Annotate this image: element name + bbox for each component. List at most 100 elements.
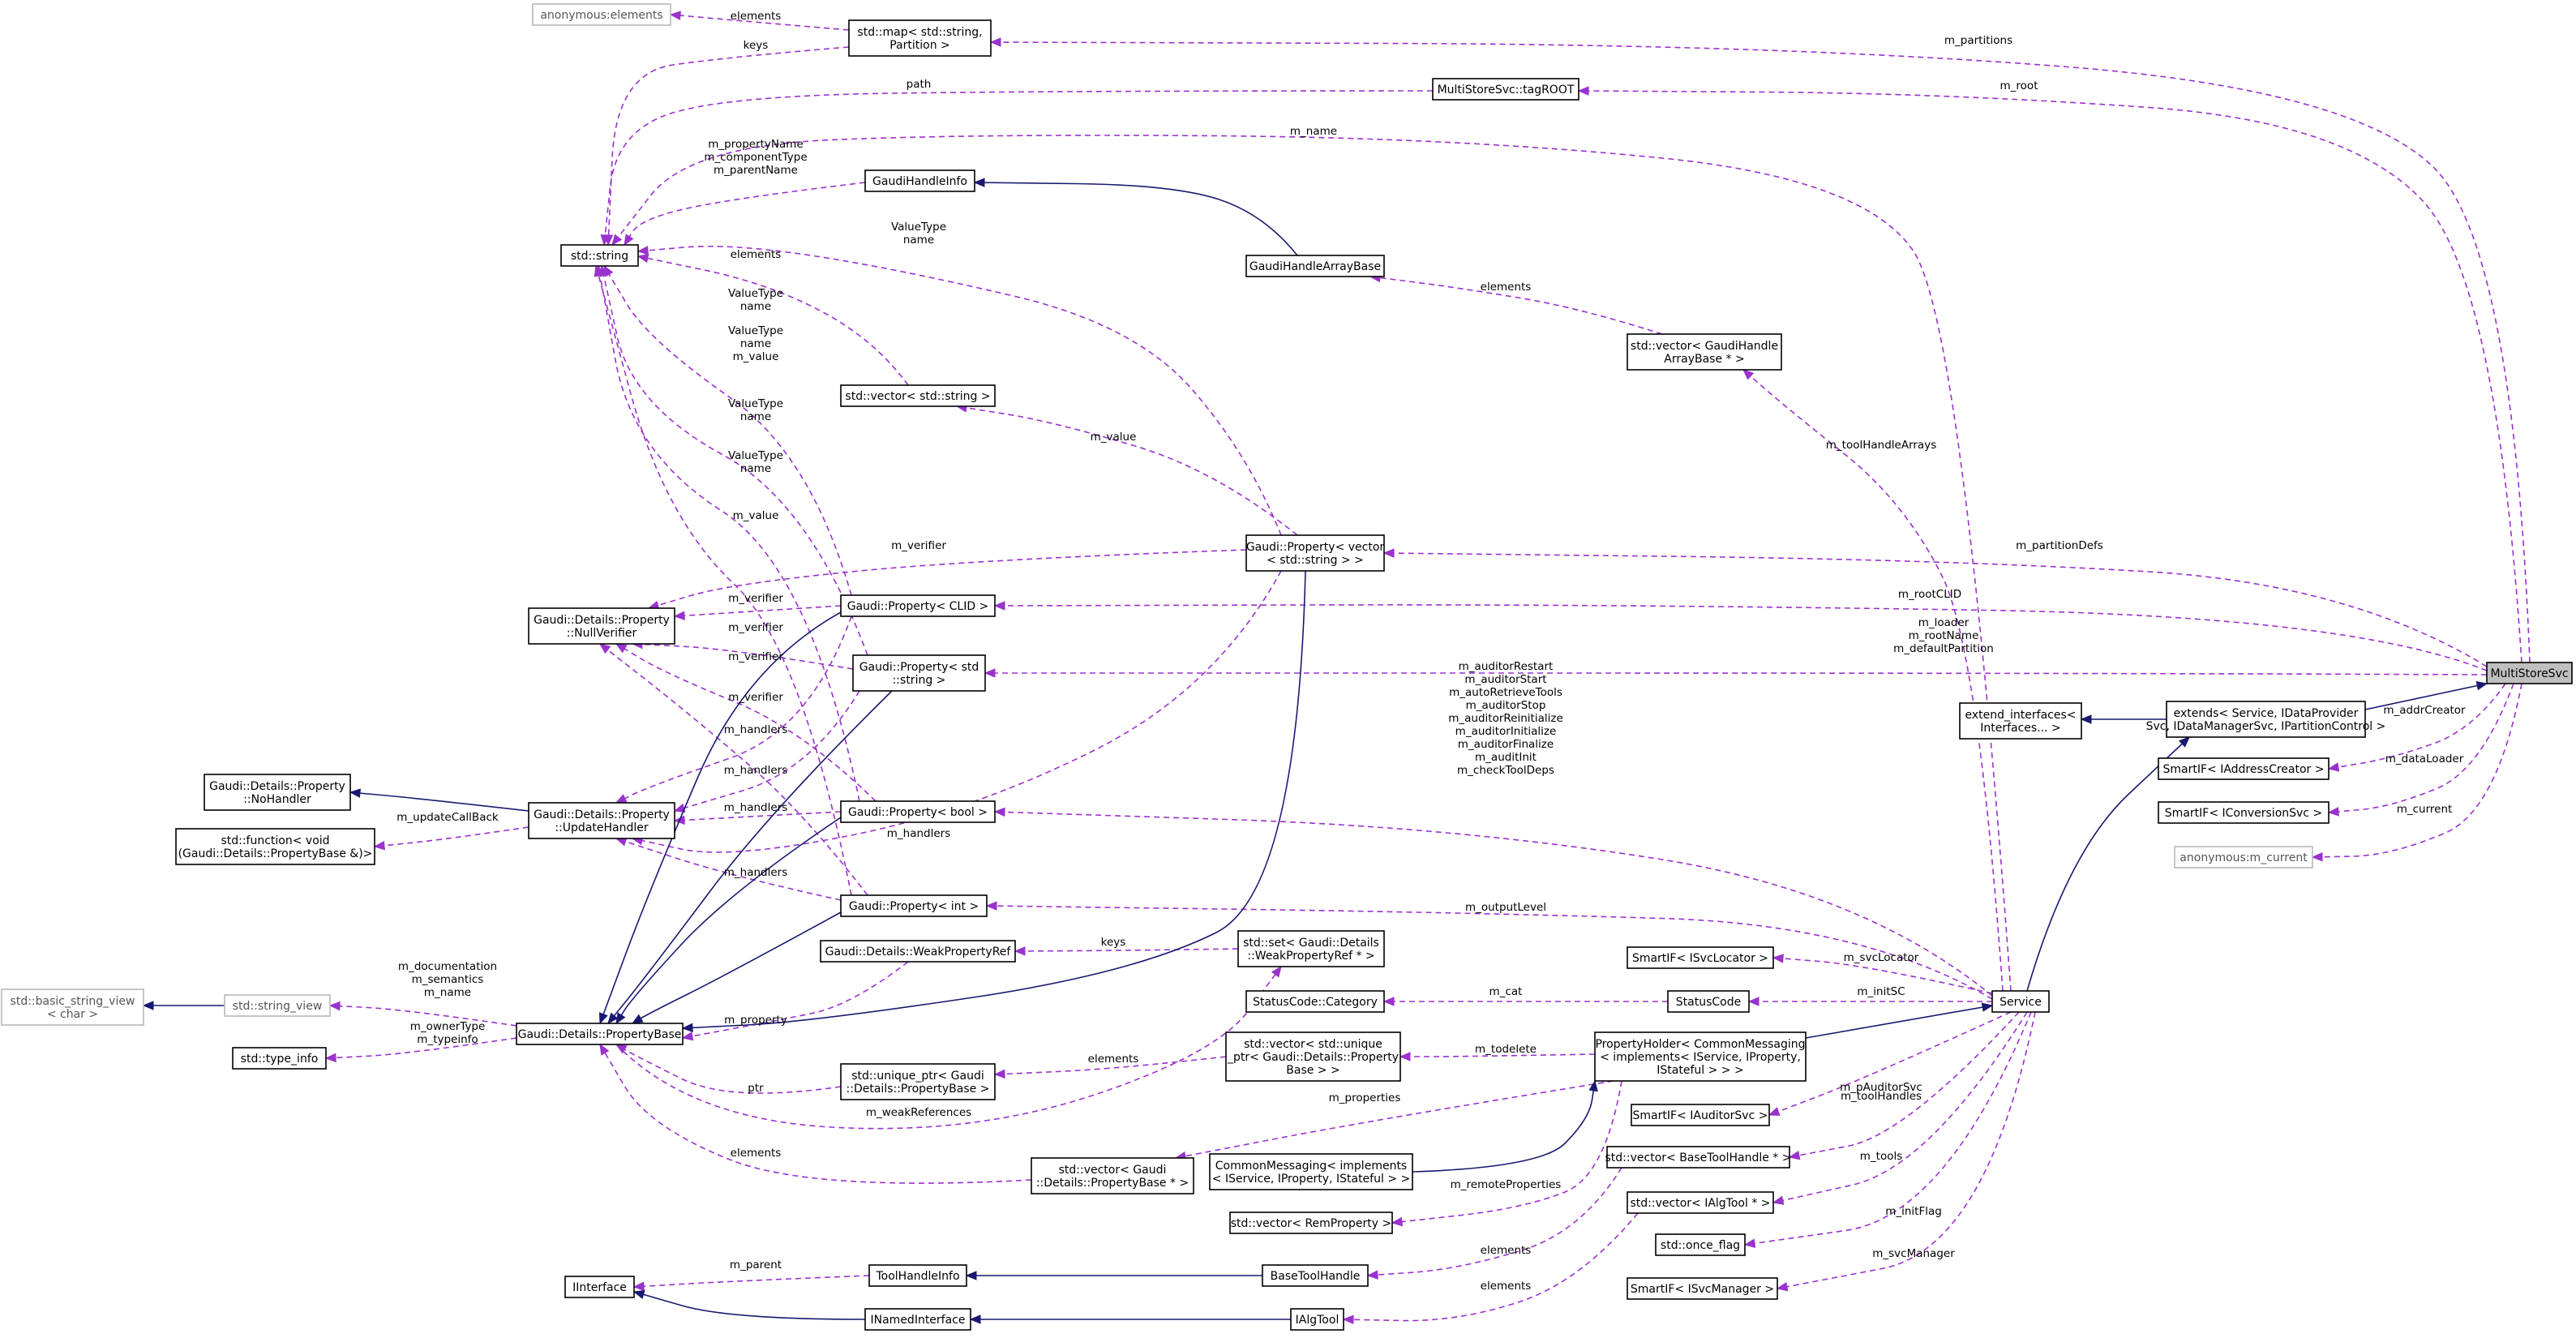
class-node-toolhandleinfo[interactable]: ToolHandleInfo <box>868 1264 967 1287</box>
edge-label-elements: elements <box>1088 1053 1139 1066</box>
class-node-std-function[interactable]: std::function< void(Gaudi::Details::Prop… <box>175 828 375 865</box>
edge-label-m-pAuditorSvc: m_pAuditorSvc <box>1840 1081 1922 1094</box>
edge-label-elements: elements <box>731 10 782 23</box>
class-node-once-flag[interactable]: std::once_flag <box>1655 1233 1746 1256</box>
class-node-ialgtool[interactable]: IAlgTool <box>1290 1308 1344 1331</box>
edge-label-text: m_handlers <box>887 827 951 840</box>
edge-label-text: m_value <box>1091 431 1137 444</box>
class-name: ToolHandleInfo <box>875 1270 959 1283</box>
class-node-smartif-svcmgr[interactable]: SmartIF< ISvcManager > <box>1627 1277 1778 1300</box>
edge-property_base-to-type_info <box>324 1037 517 1063</box>
edge-label-text: m_cat <box>1489 985 1523 998</box>
class-node-vec-string[interactable]: std::vector< std::string > <box>840 384 996 407</box>
class-box <box>1667 990 1750 1013</box>
edge-label-text: m_verifier <box>728 592 783 605</box>
edge-arrowhead <box>611 234 623 247</box>
class-node-type-info[interactable]: std::type_info <box>232 1047 327 1070</box>
class-node-anon-elements[interactable]: anonymous:elements <box>532 3 671 26</box>
class-node-std-map[interactable]: std::map< std::string,Partition > <box>848 19 992 57</box>
edge-label-m-dataLoader: m_dataLoader <box>2385 753 2464 765</box>
edge-label-m-partitionDefs: m_partitionDefs <box>2016 539 2103 552</box>
class-box <box>868 1264 967 1287</box>
class-node-iinterface[interactable]: IInterface <box>564 1276 635 1298</box>
class-name: < implements< IService, IProperty, <box>1600 1051 1801 1064</box>
class-node-prop-bool[interactable]: Gaudi::Property< bool > <box>840 800 996 823</box>
edge-label-m-svcLocator: m_svcLocator <box>1844 951 1919 964</box>
class-node-gaudi-handle-array-base[interactable]: GaudiHandleArrayBase <box>1245 255 1385 277</box>
class-node-vec-remprop[interactable]: std::vector< RemProperty > <box>1229 1211 1393 1234</box>
class-node-smartif-svcloc[interactable]: SmartIF< ISvcLocator > <box>1627 946 1774 969</box>
edge-line <box>1777 1011 2036 1289</box>
class-node-null-verifier[interactable]: Gaudi::Details::Property::NullVerifier <box>528 607 675 645</box>
edge-label-text: m_propertyName <box>708 138 804 151</box>
class-node-no-handler[interactable]: Gaudi::Details::Property::NoHandler <box>204 774 351 811</box>
class-node-common-messaging[interactable]: CommonMessaging< implements< IService, I… <box>1209 1153 1413 1190</box>
class-node-vec-basetoolhandle[interactable]: std::vector< BaseToolHandle * > <box>1605 1146 1792 1169</box>
class-node-vec-unique-ptr[interactable]: std::vector< std::unique_ptr< Gaudi::Det… <box>1225 1031 1401 1082</box>
class-node-extend-interfaces[interactable]: extend_interfaces<Interfaces... > <box>1959 702 2082 740</box>
class-node-std-string[interactable]: std::string <box>560 244 639 267</box>
edge-service-to-smartif_svcmgr <box>1776 1011 2036 1292</box>
class-node-statuscode-category[interactable]: StatusCode::Category <box>1245 990 1385 1013</box>
edge-arrowhead <box>673 611 685 620</box>
class-node-tagroot[interactable]: MultiStoreSvc::tagROOT <box>1432 78 1579 101</box>
class-node-update-handler[interactable]: Gaudi::Details::Property::UpdateHandler <box>528 802 675 839</box>
edge-line <box>611 135 2012 992</box>
edge-arrowhead <box>615 794 628 804</box>
edge-label-text: m_addrCreator <box>2383 704 2466 717</box>
edge-label-text: m_autoRetrieveTools <box>1449 686 1562 699</box>
edge-label-text: keys <box>1101 936 1126 949</box>
class-node-smartif-auditor[interactable]: SmartIF< IAuditorSvc > <box>1631 1104 1770 1126</box>
class-node-multistoresvc[interactable]: MultiStoreSvc <box>2486 662 2573 684</box>
edge-prop_bool-to-property_base <box>615 817 842 1025</box>
class-name: Svc, IDataManagerSvc, IPartitionControl … <box>2146 720 2386 733</box>
edge-label-m-handlers: m_handlers <box>724 801 788 814</box>
class-name: ::Details::PropertyBase * > <box>1036 1177 1189 1190</box>
edge-arrowhead <box>349 788 361 798</box>
class-node-inamedinterface[interactable]: INamedInterface <box>864 1308 971 1331</box>
class-node-gaudi-handle-info[interactable]: GaudiHandleInfo <box>864 169 975 192</box>
edge-arrowhead <box>1742 369 1755 380</box>
class-node-weak-prop-ref[interactable]: Gaudi::Details::WeakPropertyRef <box>820 940 1016 963</box>
edge-label-text: elements <box>731 1147 782 1160</box>
edge-label-text: m_semantics <box>412 973 484 986</box>
edge-arrowhead <box>624 234 634 247</box>
class-node-service[interactable]: Service <box>1991 990 2050 1013</box>
edge-prop_int-to-null_verifier <box>598 643 868 896</box>
class-node-property-holder[interactable]: PropertyHolder< CommonMessaging< impleme… <box>1594 1031 1807 1082</box>
edge-label-gh-names: m_propertyNamem_componentTypem_parentNam… <box>704 138 807 177</box>
edge-vec_propbase-to-property_base <box>599 1043 1032 1184</box>
edge-arrowhead <box>993 601 1005 611</box>
class-node-statuscode[interactable]: StatusCode <box>1667 990 1750 1013</box>
edge-label-text: m_toolHandleArrays <box>1826 439 1936 452</box>
edge-label-text: ValueType <box>728 287 783 300</box>
class-node-set-weak[interactable]: std::set< Gaudi::Details::WeakPropertyRe… <box>1237 930 1385 967</box>
class-name: std::basic_string_view <box>11 995 135 1008</box>
edge-label-text: m_handlers <box>724 723 788 736</box>
class-node-basetoolhandle[interactable]: BaseToolHandle <box>1262 1264 1369 1287</box>
class-node-prop-clid[interactable]: Gaudi::Property< CLID > <box>840 594 996 617</box>
class-name: SmartIF< IAuditorSvc > <box>1633 1109 1768 1122</box>
class-node-prop-int[interactable]: Gaudi::Property< int > <box>840 894 988 917</box>
class-node-property-base[interactable]: Gaudi::Details::PropertyBase <box>516 1023 684 1045</box>
class-node-vec-propbase[interactable]: std::vector< Gaudi::Details::PropertyBas… <box>1031 1157 1194 1194</box>
edge-service-to-extends <box>2026 736 2190 992</box>
class-node-anon-current[interactable]: anonymous:m_current <box>2174 846 2313 868</box>
edge-label-elements: elements <box>1481 1280 1532 1293</box>
class-node-basic-string-view[interactable]: std::basic_string_view< char > <box>1 988 144 1026</box>
diagram-edges <box>142 11 2531 1325</box>
class-node-prop-vector[interactable]: Gaudi::Property< vector< std::string > > <box>1245 534 1385 572</box>
class-node-smartif-conv[interactable]: SmartIF< IConversionSvc > <box>2158 801 2330 824</box>
class-node-string-view[interactable]: std::string_view <box>224 994 331 1017</box>
class-node-prop-std-string[interactable]: Gaudi::Property< std::string > <box>852 654 986 692</box>
class-name: std::map< std::string, <box>857 26 982 39</box>
class-name: Gaudi::Property< CLID > <box>847 600 989 613</box>
edge-line <box>674 690 860 812</box>
class-node-smartif-addr[interactable]: SmartIF< IAddressCreator > <box>2158 757 2330 780</box>
class-node-vec-ialgtool[interactable]: std::vector< IAlgTool * > <box>1627 1191 1774 1214</box>
edge-label-elements: elements <box>731 248 782 261</box>
class-node-vec-gaudi-handle[interactable]: std::vector< GaudiHandleArrayBase * > <box>1627 333 1782 371</box>
class-node-unique-ptr[interactable]: std::unique_ptr< Gaudi::Details::Propert… <box>840 1063 996 1100</box>
